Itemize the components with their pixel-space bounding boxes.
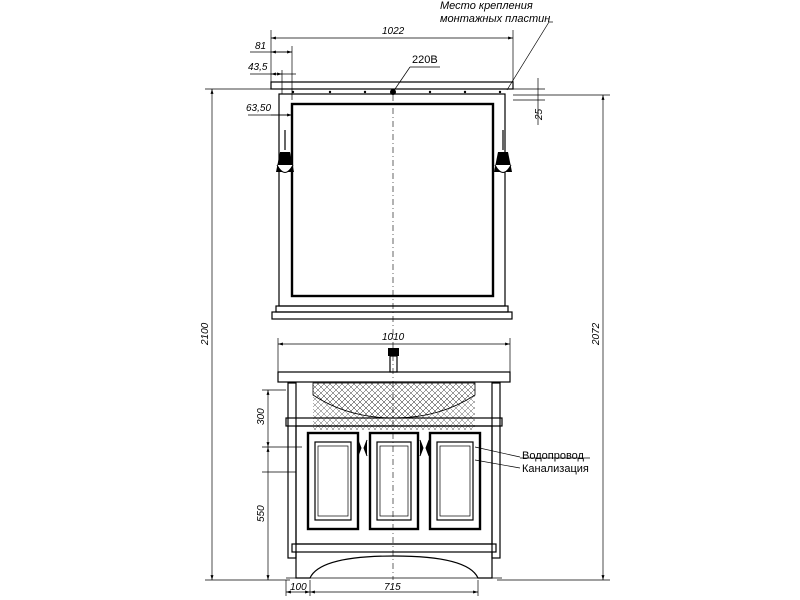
mirror-shelf (275, 305, 509, 313)
door-handles (357, 439, 430, 457)
svg-text:1022: 1022 (382, 26, 405, 37)
mount-label-line1: Место крепления (440, 0, 533, 12)
svg-text:2072: 2072 (591, 322, 602, 346)
mirror-cornice (270, 81, 514, 90)
mount-label-line2: монтажных пластин (440, 13, 550, 25)
mirror-frame (278, 93, 506, 307)
vanity-cabinet (277, 348, 511, 579)
dim-1022: 1022 (270, 26, 514, 82)
mirror-glass-border (290, 102, 495, 298)
base-plinth (291, 543, 497, 553)
door-center (368, 431, 420, 531)
dim-550: 550 (256, 447, 296, 580)
svg-text:81: 81 (255, 41, 266, 52)
svg-text:63,50: 63,50 (246, 103, 271, 114)
svg-text:715: 715 (384, 582, 401, 593)
door-right (428, 431, 482, 531)
svg-text:1010: 1010 (382, 332, 405, 343)
dim-63-50: 63,50 (246, 103, 292, 117)
right-lamp-icon (494, 130, 512, 173)
svg-text:25: 25 (534, 108, 545, 121)
countertop (277, 371, 511, 383)
dim-43-5: 43,5 (248, 62, 296, 94)
dim-81: 81 (250, 41, 293, 100)
svg-text:300: 300 (256, 408, 267, 425)
dim-bottom: 100 715 (285, 580, 479, 596)
svg-text:100: 100 (290, 582, 307, 593)
sewer-label: Канализация (522, 463, 589, 475)
svg-text:43,5: 43,5 (248, 62, 268, 73)
base-arch (295, 552, 493, 579)
dim-2100: 2100 (200, 88, 290, 581)
cabinet-body (295, 425, 493, 545)
dim-1010: 1010 (277, 332, 511, 372)
dim-2072: 2072 (497, 94, 610, 581)
left-lamp-icon (276, 130, 294, 173)
water-label: Водопровод (522, 450, 585, 462)
pipe-callouts: Водопровод Канализация (474, 446, 590, 475)
faucet-icon (388, 348, 399, 373)
dim-25: 25 (513, 78, 545, 125)
svg-text:550: 550 (256, 505, 267, 522)
mount-callout: Место крепления монтажных пластин (440, 0, 553, 91)
cornice-beads (291, 90, 502, 94)
mirror: 220В (270, 54, 514, 320)
svg-text:2100: 2100 (200, 322, 211, 346)
door-left (306, 431, 360, 531)
power-label: 220В (412, 54, 438, 66)
